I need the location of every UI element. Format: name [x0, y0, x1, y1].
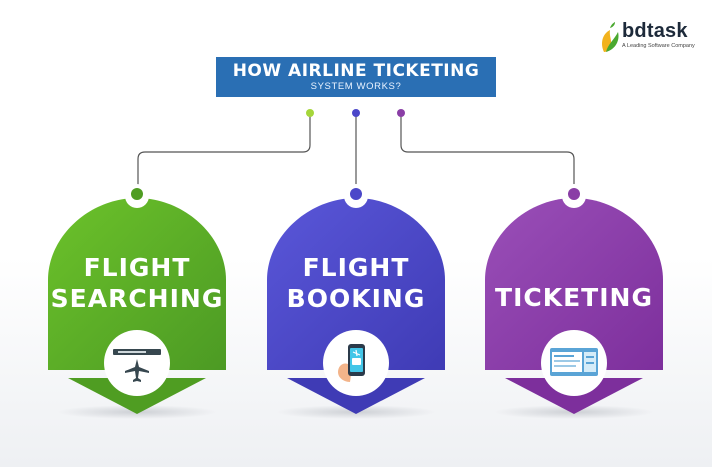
bdtask-logo: bdtask A Leading Software Company	[600, 20, 695, 56]
connector-dot-blue	[352, 109, 360, 117]
connector-dot-green	[306, 109, 314, 117]
logo-name: bdtask	[622, 20, 688, 42]
ticket-icon	[550, 348, 598, 376]
step-label-searching: FLIGHT SEARCHING	[48, 252, 226, 314]
step-card-ticketing	[485, 184, 663, 414]
step-card-booking	[267, 184, 445, 414]
airplane-search-icon	[113, 349, 161, 382]
logo-tagline: A Leading Software Company	[622, 43, 695, 49]
mobile-booking-icon	[338, 344, 365, 382]
step-label-ticketing-line-1: TICKETING	[495, 283, 653, 312]
title-line-2: SYSTEM WORKS?	[310, 81, 402, 92]
step-label-searching-line-2: SEARCHING	[50, 284, 224, 313]
step-label-booking-line-1: FLIGHT	[302, 253, 410, 282]
connector-ticketing	[400, 115, 575, 188]
connector-lines	[137, 115, 575, 188]
connector-searching	[137, 115, 311, 188]
step-label-booking-line-2: BOOKING	[286, 284, 426, 313]
step-label-searching-line-1: FLIGHT	[83, 253, 191, 282]
step-card-searching	[48, 184, 226, 414]
step-label-ticketing: TICKETING	[485, 282, 663, 313]
step-label-booking: FLIGHT BOOKING	[267, 252, 445, 314]
title-box: HOW AIRLINE TICKETING SYSTEM WORKS?	[216, 57, 496, 97]
connector-dot-purple	[397, 109, 405, 117]
leaf-logo-icon	[602, 22, 619, 52]
title-line-1: HOW AIRLINE TICKETING	[232, 61, 480, 81]
